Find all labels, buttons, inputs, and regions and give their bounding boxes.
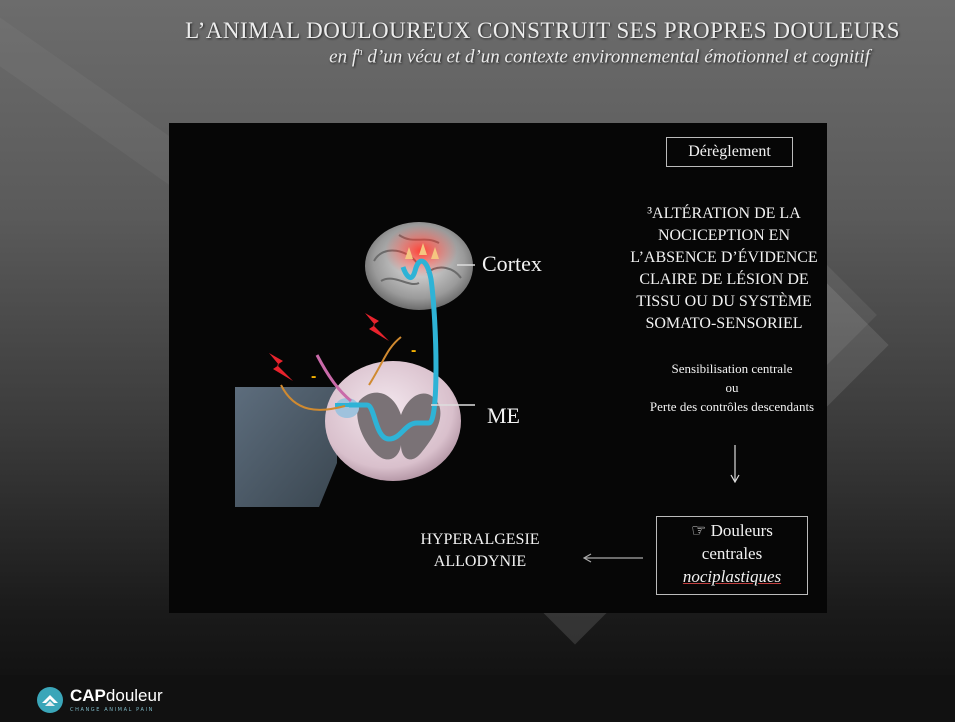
tissue-block xyxy=(235,387,337,507)
alteration-line: ³ALTÉRATION DE LA xyxy=(599,203,849,225)
down-arrow-icon xyxy=(725,445,745,483)
logo-tagline: CHANGE ANIMAL PAIN xyxy=(70,707,154,713)
douleurs-line: ☞ Douleurs xyxy=(657,519,807,542)
alteration-line: TISSU OU DU SYSTÈME xyxy=(599,291,849,313)
slide-subtitle: en fn d’un vécu et d’un contexte environ… xyxy=(130,46,870,68)
left-arrow-icon xyxy=(583,551,643,565)
logo-cap: CAP xyxy=(70,686,106,705)
dereglement-box: Dérèglement xyxy=(666,137,793,167)
diagram-panel: - - Cortex ME Dérèglement ³ALTÉRATION DE… xyxy=(169,123,827,613)
douleurs-line: centrales xyxy=(657,542,807,565)
clinical-result: HYPERALGESIE ALLODYNIE xyxy=(395,529,565,573)
result-hyperalgesie: HYPERALGESIE xyxy=(395,529,565,551)
subtitle-pre: en f xyxy=(329,46,357,67)
capdouleur-logo-icon xyxy=(36,686,64,714)
spinal-cord-label: ME xyxy=(487,403,520,429)
alteration-line: L’ABSENCE D’ÉVIDENCE xyxy=(599,247,849,269)
inhibition-minus: - xyxy=(411,342,416,359)
capdouleur-logo: CAPdouleur CHANGE ANIMAL PAIN xyxy=(36,686,216,716)
alteration-definition: ³ALTÉRATION DE LA NOCICEPTION EN L’ABSEN… xyxy=(599,203,849,335)
mechanisms-text: Sensibilisation centrale ou Perte des co… xyxy=(605,359,859,416)
subtitle-post: d’un vécu et d’un contexte environnement… xyxy=(363,46,870,67)
alteration-line: NOCICEPTION EN xyxy=(599,225,849,247)
pain-lightning-icon xyxy=(365,313,389,341)
mechanism-perte: Perte des contrôles descendants xyxy=(605,397,859,416)
pain-lightning-icon xyxy=(269,353,293,381)
nociplastiques-term: nociplastiques xyxy=(683,567,781,586)
mechanism-sensibilisation: Sensibilisation centrale xyxy=(605,359,859,378)
result-allodynie: ALLODYNIE xyxy=(395,551,565,573)
inhibition-minus: - xyxy=(311,368,316,385)
alteration-line: SOMATO-SENSORIEL xyxy=(599,313,849,335)
alteration-line: CLAIRE DE LÉSION DE xyxy=(599,269,849,291)
slide-title: L’ANIMAL DOULOUREUX CONSTRUIT SES PROPRE… xyxy=(130,18,900,44)
logo-wordmark: CAPdouleur xyxy=(70,686,163,706)
mechanism-ou: ou xyxy=(605,378,859,397)
logo-rest: douleur xyxy=(106,686,163,705)
douleurs-centrales-box: ☞ Douleurs centrales nociplastiques xyxy=(656,516,808,595)
cortex-label: Cortex xyxy=(482,251,542,277)
